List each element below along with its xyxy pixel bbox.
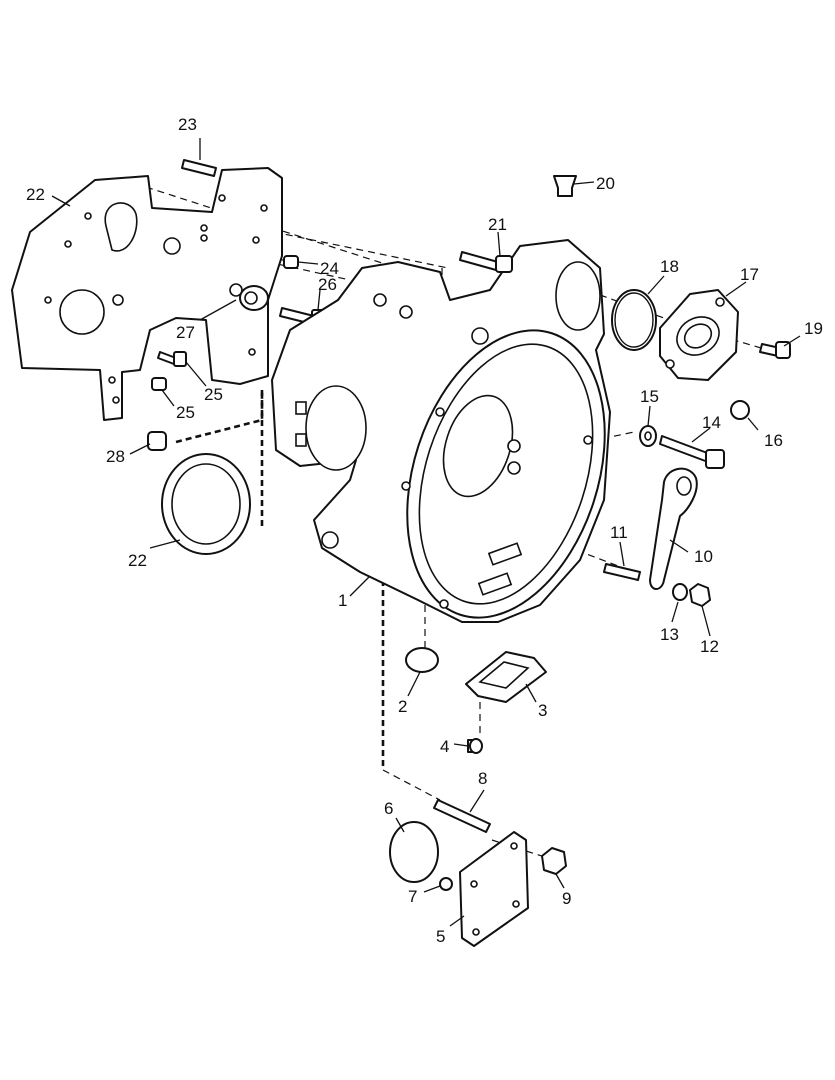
callout-9: 9 [562, 889, 571, 908]
plug-29 [147, 431, 167, 451]
adapter-flange-17 [659, 289, 739, 381]
plug-20 [553, 175, 577, 197]
washer-13 [672, 583, 688, 601]
callout-18: 18 [660, 257, 679, 276]
callout-15: 15 [640, 387, 659, 406]
callout-10: 10 [694, 547, 713, 566]
cover-plate-3 [465, 651, 547, 703]
stud-11 [603, 563, 641, 581]
callout-25-upper: 24 [320, 259, 339, 278]
bolt-19 [759, 341, 791, 359]
callout-2: 2 [398, 697, 407, 716]
stud-8 [433, 799, 491, 833]
callout-3: 3 [538, 701, 547, 720]
callout-1: 1 [338, 591, 347, 610]
callout-21: 21 [488, 215, 507, 234]
washer-15 [639, 425, 657, 447]
callout-29: 28 [106, 447, 125, 466]
o-ring-18 [611, 289, 657, 351]
callout-11: 11 [610, 523, 628, 542]
callout-24: 23 [178, 115, 197, 134]
callout-14: 14 [702, 413, 721, 432]
callout-22: 22 [128, 551, 147, 570]
callout-13: 13 [660, 625, 679, 644]
callout-5: 5 [436, 927, 445, 946]
stud-24 [181, 159, 217, 177]
callout-12: 12 [700, 637, 719, 656]
callout-20: 20 [596, 174, 615, 193]
flywheel-housing [271, 239, 611, 623]
nut-12 [689, 583, 711, 607]
callout-25-lower: 25 [176, 403, 195, 422]
callout-labels: 23 22 24 26 27 25 25 28 22 1 2 3 4 8 6 7… [26, 115, 823, 946]
bolt-21 [459, 251, 513, 273]
callout-16: 16 [764, 431, 783, 450]
callout-27: 26 [318, 275, 337, 294]
cover-5 [459, 831, 529, 947]
bolt-26 [157, 351, 187, 367]
callout-6: 6 [384, 799, 393, 818]
alignment-lines [145, 186, 769, 859]
nut-9 [541, 847, 567, 875]
callout-28: 27 [176, 323, 195, 342]
callout-8: 8 [478, 769, 487, 788]
plug-25-upper [283, 255, 299, 269]
callout-4: 4 [440, 737, 449, 756]
screw-4 [467, 738, 483, 754]
plug-2 [405, 647, 439, 673]
plug-16 [730, 400, 750, 420]
o-ring-6 [389, 821, 439, 883]
callout-19: 19 [804, 319, 823, 338]
callout-7: 7 [408, 887, 417, 906]
callout-26: 25 [204, 385, 223, 404]
lifting-bracket-10 [649, 467, 698, 590]
timing-cover-plate [11, 167, 283, 421]
bolt-14 [659, 435, 725, 469]
callout-23: 22 [26, 185, 45, 204]
washer-7 [439, 877, 453, 891]
crankshaft-seal-22 [161, 453, 251, 555]
plug-25-lower [151, 377, 167, 391]
leader-lines [51, 138, 801, 927]
seal-28 [239, 285, 269, 311]
callout-17: 17 [740, 265, 759, 284]
